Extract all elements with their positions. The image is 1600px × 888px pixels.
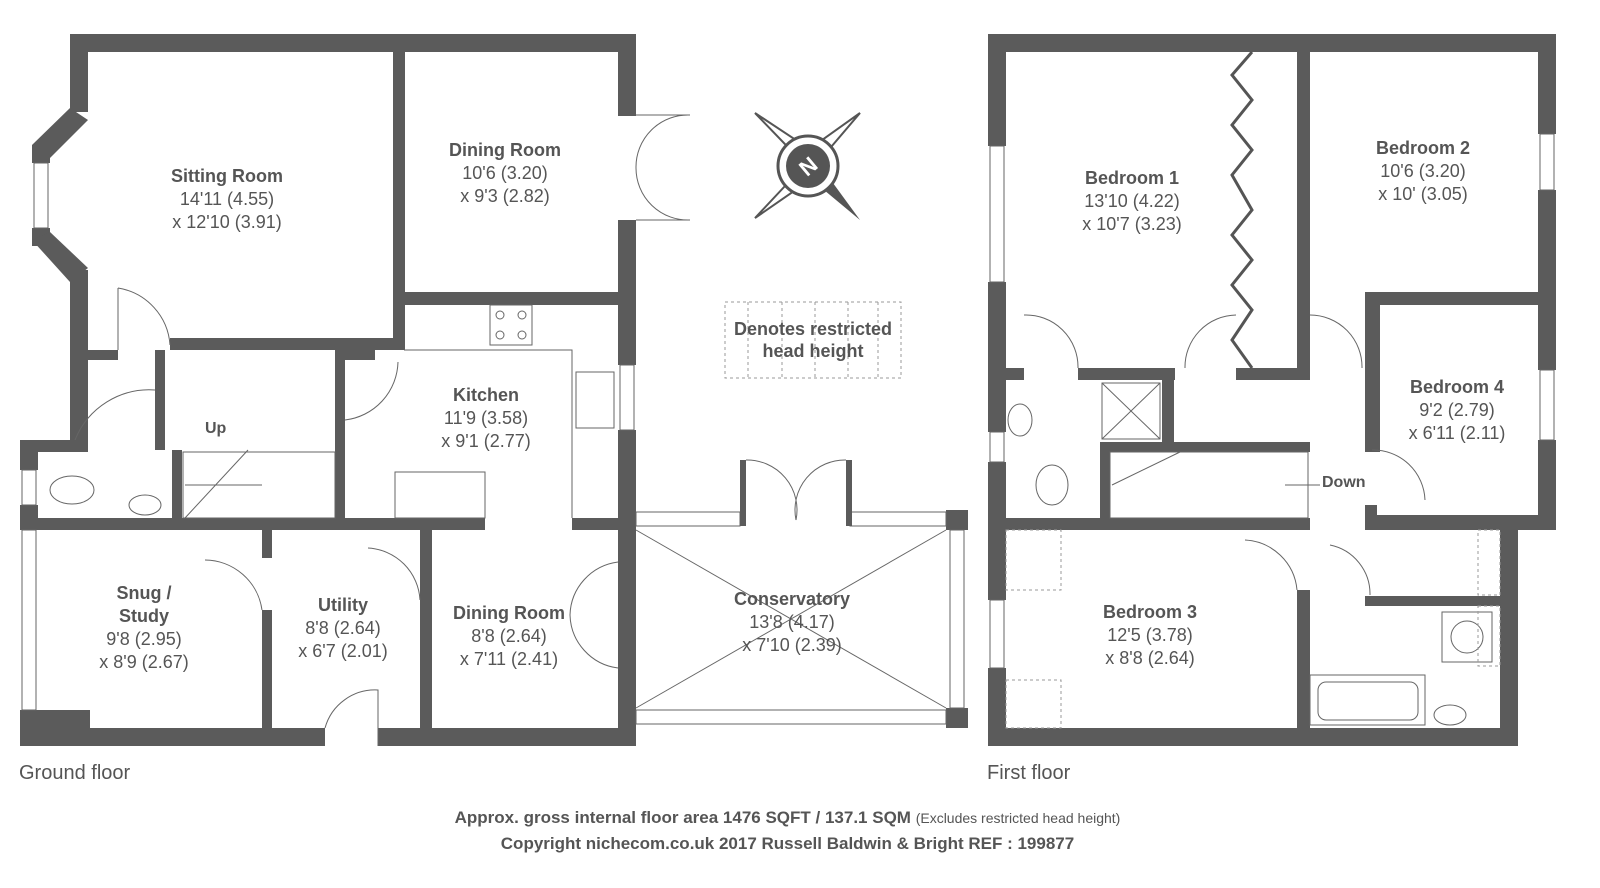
ground-floor-label: Ground floor xyxy=(19,762,131,784)
restricted-height-legend-box xyxy=(724,301,902,379)
floor-area-note: Approx. gross internal floor area 1476 S… xyxy=(454,808,1121,827)
stairs-down-label: Down xyxy=(1322,474,1366,491)
first-floor-walls xyxy=(988,34,1556,746)
stairs-up-label: Up xyxy=(205,420,227,437)
ground-floor-walls xyxy=(20,34,968,746)
copyright-note: Copyright nichecom.co.uk 2017 Russell Ba… xyxy=(500,834,1075,853)
first-floor-label: First floor xyxy=(987,762,1071,784)
compass-icon: N xyxy=(754,112,861,220)
